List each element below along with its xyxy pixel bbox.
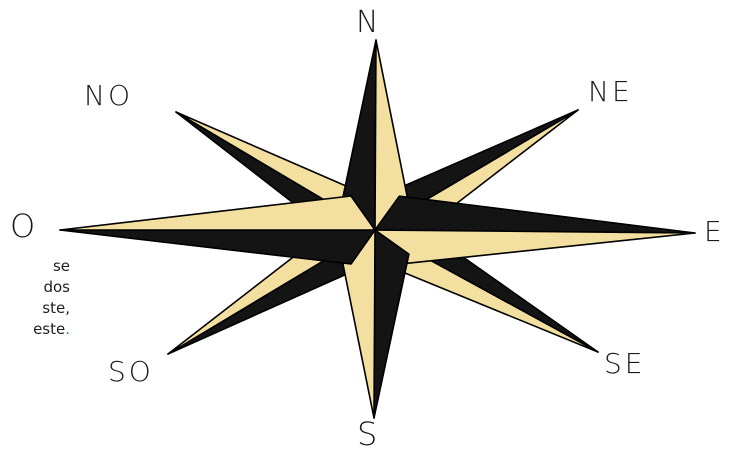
star-point-west-dark bbox=[60, 230, 375, 264]
label-northeast: NE bbox=[588, 78, 633, 106]
star-point-south-dark bbox=[374, 230, 409, 418]
side-text-line: ste, bbox=[0, 298, 70, 319]
star-point-west-light bbox=[60, 196, 375, 230]
label-east: E bbox=[704, 218, 725, 246]
star-point-east-light bbox=[375, 230, 695, 264]
side-text-line: este. bbox=[0, 319, 70, 340]
label-south: S bbox=[357, 418, 380, 450]
label-southwest: SO bbox=[108, 358, 154, 386]
side-text-dot: . bbox=[65, 320, 70, 338]
cropped-side-text: se dos ste, este. bbox=[0, 256, 70, 340]
side-text-line: dos bbox=[0, 277, 70, 298]
label-northwest: NO bbox=[84, 82, 133, 110]
side-text-word: este bbox=[33, 320, 65, 338]
label-southeast: SE bbox=[604, 350, 645, 378]
label-north: N bbox=[356, 8, 381, 38]
label-west: O bbox=[10, 210, 38, 242]
star-center-dot bbox=[373, 228, 378, 233]
star-point-east-dark bbox=[375, 196, 695, 233]
side-text-line: se bbox=[0, 256, 70, 277]
